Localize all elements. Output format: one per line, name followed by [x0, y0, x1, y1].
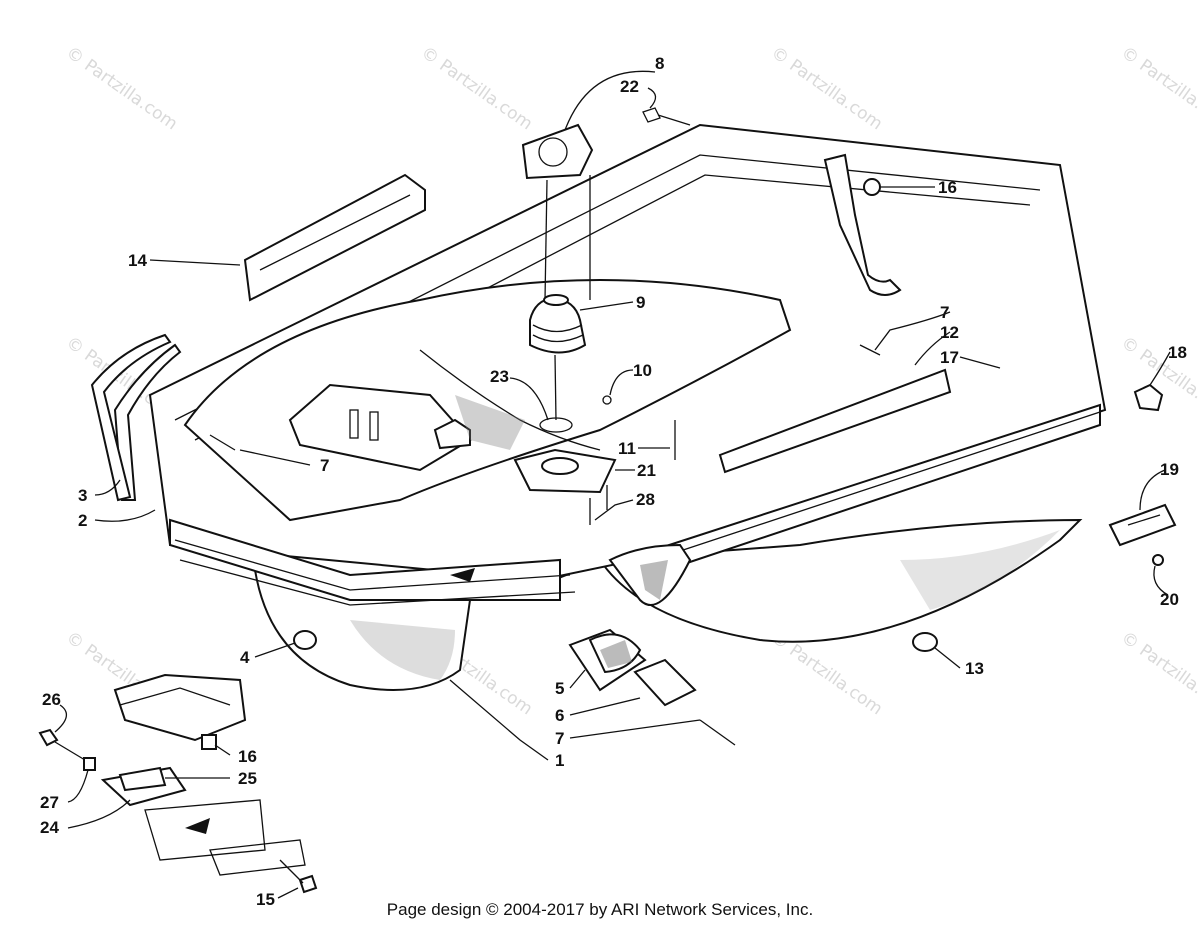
belly-pan-drawing [90, 123, 1107, 691]
callout-25[interactable]: 25 [238, 769, 257, 788]
watermark: © Partzilla.com [417, 43, 536, 135]
callout-23[interactable]: 23 [490, 367, 509, 386]
callout-16-bottom[interactable]: 16 [238, 747, 257, 766]
watermark: © Partzilla.com [1117, 43, 1200, 135]
callout-24[interactable]: 24 [40, 818, 59, 837]
callout-8[interactable]: 8 [655, 54, 664, 73]
callout-27[interactable]: 27 [40, 793, 59, 812]
callout-labels: 1 2 3 4 5 6 7 7 7 8 9 10 11 12 13 14 15 … [40, 54, 1187, 909]
callout-3[interactable]: 3 [78, 486, 87, 505]
callout-20[interactable]: 20 [1160, 590, 1179, 609]
watermark: © Partzilla.com [62, 43, 181, 135]
leader-lines [54, 70, 1171, 899]
callout-15[interactable]: 15 [256, 890, 275, 909]
callout-13[interactable]: 13 [965, 659, 984, 678]
callout-16-top[interactable]: 16 [938, 178, 957, 197]
callout-18[interactable]: 18 [1168, 343, 1187, 362]
callout-28[interactable]: 28 [636, 490, 655, 509]
watermark: © Partzilla.com [767, 43, 886, 135]
callout-7-left[interactable]: 7 [320, 456, 329, 475]
callout-11[interactable]: 11 [618, 439, 636, 458]
callout-19[interactable]: 19 [1160, 460, 1179, 479]
callout-7-right[interactable]: 7 [940, 303, 949, 322]
loose-parts [38, 107, 1177, 894]
callout-22[interactable]: 22 [620, 77, 639, 96]
callout-17[interactable]: 17 [940, 348, 959, 367]
callout-7-bottom[interactable]: 7 [555, 729, 564, 748]
callout-5[interactable]: 5 [555, 679, 564, 698]
callout-4[interactable]: 4 [240, 648, 250, 667]
callout-2[interactable]: 2 [78, 511, 87, 530]
page-footer: Page design © 2004-2017 by ARI Network S… [386, 900, 814, 919]
callout-9[interactable]: 9 [636, 293, 645, 312]
callout-26[interactable]: 26 [42, 690, 61, 709]
callout-6[interactable]: 6 [555, 706, 564, 725]
callout-10[interactable]: 10 [633, 361, 652, 380]
callout-21[interactable]: 21 [637, 461, 656, 480]
callout-1[interactable]: 1 [555, 751, 564, 770]
callout-12[interactable]: 12 [940, 323, 959, 342]
watermark: © Partzilla.com [1117, 628, 1200, 720]
callout-14[interactable]: 14 [128, 251, 147, 270]
